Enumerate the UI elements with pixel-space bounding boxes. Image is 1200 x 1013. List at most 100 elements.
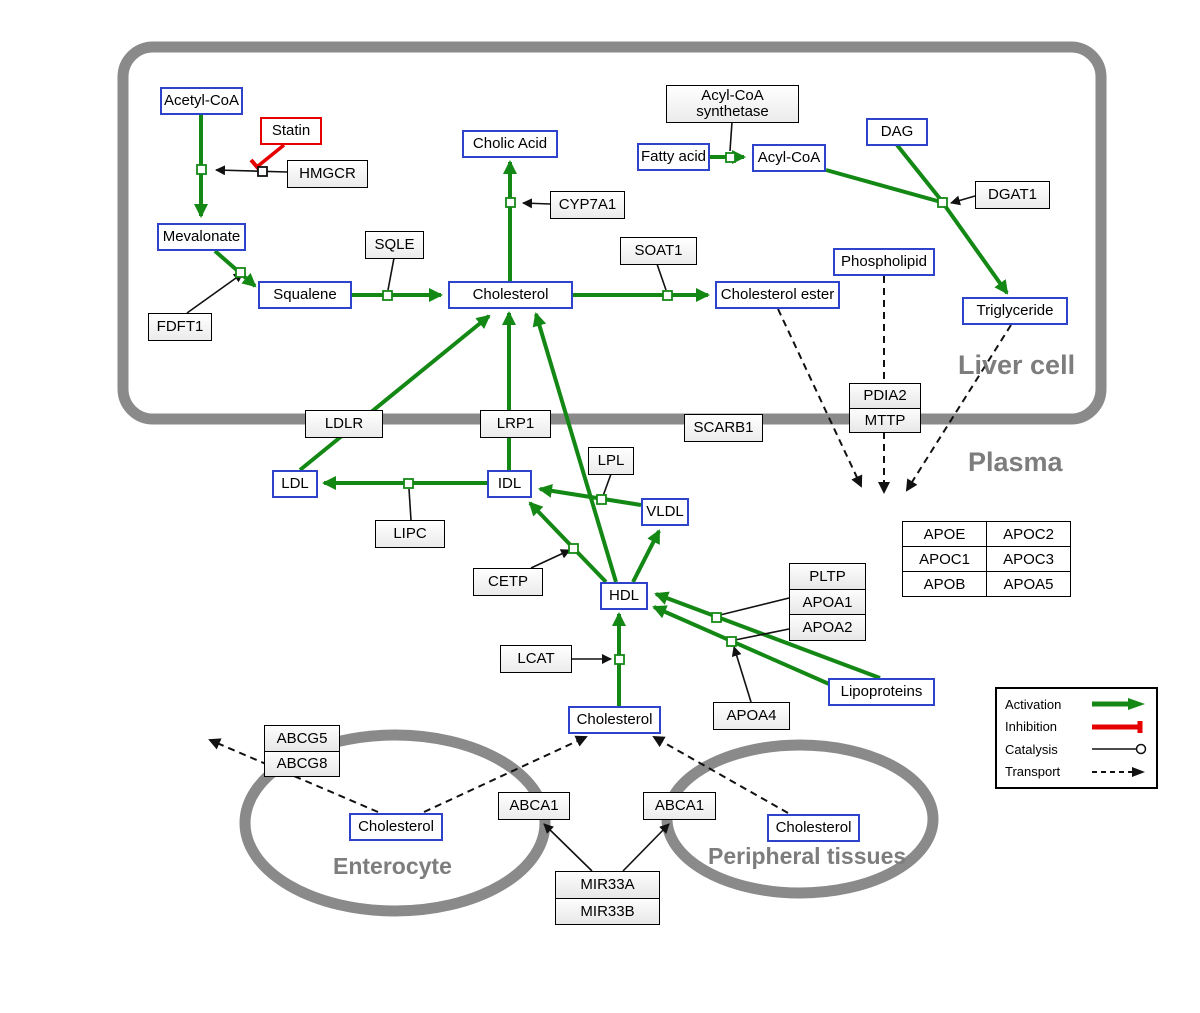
edge-mir33-abca1-left — [543, 823, 593, 872]
node-cyp7a1[interactable]: CYP7A1 — [550, 191, 625, 219]
edge-cholesterolester-plasma — [777, 308, 863, 488]
catalysis-circle-icon — [1092, 744, 1147, 755]
node-soat1[interactable]: SOAT1 — [620, 237, 697, 265]
node-abcg8[interactable]: ABCG8 — [264, 750, 340, 777]
edge-statin-hmgcr — [256, 143, 286, 168]
edge-cetp-anchor — [530, 549, 571, 569]
node-mevalonate[interactable]: Mevalonate — [157, 223, 246, 251]
edge-fdft1-anchor — [186, 272, 244, 314]
node-pltp[interactable]: PLTP — [789, 563, 866, 590]
edge-mevalonate-squalene — [213, 249, 257, 288]
node-sqle[interactable]: SQLE — [365, 231, 424, 259]
edge-acylcoa-synthetase-anchor — [729, 121, 733, 152]
node-triglyceride[interactable]: Triglyceride — [962, 297, 1068, 325]
activation-edges — [194, 114, 1009, 706]
liver-cell-outline — [117, 41, 1107, 425]
edge-hdl-cholesterol — [532, 312, 618, 583]
edge-enterocyte-cholesterol-plasma — [423, 735, 588, 813]
edge-apoa4-anchor — [731, 646, 752, 703]
abcg-group: ABCG5 ABCG8 — [264, 725, 340, 777]
legend-activation-label: Activation — [1005, 696, 1062, 712]
node-idl[interactable]: IDL — [487, 470, 532, 498]
node-cholesterol-enterocyte[interactable]: Cholesterol — [349, 813, 443, 841]
edge-enterocyte-cholesterol-abcg — [208, 738, 379, 813]
node-dgat1[interactable]: DGAT1 — [975, 181, 1050, 209]
node-squalene[interactable]: Squalene — [258, 281, 352, 309]
edge-hdl-vldl — [631, 529, 661, 583]
hmgcr-junction-square — [257, 166, 268, 177]
node-hdl[interactable]: HDL — [600, 582, 648, 610]
node-apoa5[interactable]: APOA5 — [986, 571, 1071, 597]
edge-lipoproteins-hdl-lower — [652, 605, 846, 693]
edge-vldl-idl — [538, 483, 642, 507]
node-apoa1[interactable]: APOA1 — [789, 588, 866, 616]
node-ldl[interactable]: LDL — [272, 470, 318, 498]
edge-lipoproteins-hdl-upper — [654, 591, 881, 680]
node-mir33a[interactable]: MIR33A — [555, 871, 660, 899]
transport-arrow-icon — [1092, 766, 1145, 777]
edge-lipc-anchor — [408, 488, 412, 521]
legend: Activation Inhibition Catalysis Transpor… — [995, 687, 1158, 789]
node-ldlr[interactable]: LDLR — [305, 410, 383, 438]
node-lrp1[interactable]: LRP1 — [480, 410, 551, 438]
node-dag[interactable]: DAG — [866, 118, 928, 146]
node-scarb1[interactable]: SCARB1 — [684, 414, 763, 442]
edge-cyp7a1-anchor — [522, 198, 551, 209]
node-cholic-acid[interactable]: Cholic Acid — [462, 130, 558, 158]
edge-acylcoa-junction — [825, 168, 942, 204]
pdia2-mttp-group: PDIA2 MTTP — [849, 383, 921, 433]
edge-hmgcr-anchor — [215, 165, 288, 176]
node-vldl[interactable]: VLDL — [641, 498, 689, 526]
node-statin[interactable]: Statin — [260, 117, 322, 145]
node-apoa2[interactable]: APOA2 — [789, 614, 866, 642]
compartment-outlines — [117, 41, 1107, 917]
legend-row-inhibition: Inhibition — [1005, 716, 1148, 738]
node-cholesterol-liver[interactable]: Cholesterol — [448, 281, 573, 309]
node-apoc1[interactable]: APOC1 — [902, 546, 987, 572]
node-lipoproteins[interactable]: Lipoproteins — [828, 678, 935, 706]
node-acetyl-coa[interactable]: Acetyl-CoA — [160, 87, 243, 115]
node-acyl-coa-synthetase[interactable]: Acyl-CoA synthetase — [666, 85, 799, 123]
node-phospholipid[interactable]: Phospholipid — [833, 248, 935, 276]
node-lpl[interactable]: LPL — [588, 447, 634, 475]
legend-transport-label: Transport — [1005, 764, 1061, 780]
anchor-points — [196, 152, 948, 665]
mir33-group: MIR33A MIR33B — [555, 871, 660, 925]
enterocyte-outline — [239, 729, 551, 917]
node-acyl-coa[interactable]: Acyl-CoA — [752, 144, 826, 172]
node-lipc[interactable]: LIPC — [375, 520, 445, 548]
node-abca1-peripheral[interactable]: ABCA1 — [643, 792, 716, 820]
node-cetp[interactable]: CETP — [473, 568, 543, 596]
node-fatty-acid[interactable]: Fatty acid — [637, 143, 710, 171]
node-lcat[interactable]: LCAT — [500, 645, 572, 673]
edge-dgat1-anchor — [950, 195, 976, 206]
node-apob[interactable]: APOB — [902, 571, 987, 597]
edge-hdl-idl-cetp — [528, 501, 608, 584]
node-pdia2[interactable]: PDIA2 — [849, 383, 921, 409]
apolipoprotein-table: APOE APOC2 APOC1 APOC3 APOB APOA5 — [902, 521, 1071, 597]
enterocyte-label: Enterocyte — [333, 853, 452, 879]
node-mttp[interactable]: MTTP — [849, 407, 921, 433]
legend-catalysis-label: Catalysis — [1005, 741, 1058, 757]
node-apoa4[interactable]: APOA4 — [713, 702, 790, 730]
node-cholesterol-ester[interactable]: Cholesterol ester — [715, 281, 840, 309]
node-hmgcr[interactable]: HMGCR — [287, 160, 368, 188]
node-abcg5[interactable]: ABCG5 — [264, 725, 340, 752]
legend-row-activation: Activation — [1005, 693, 1148, 715]
catalysis-edges — [186, 121, 976, 872]
node-apoe[interactable]: APOE — [902, 521, 987, 547]
edge-apoa2-anchor — [734, 628, 790, 641]
plasma-label: Plasma — [968, 447, 1063, 477]
node-cholesterol-peripheral[interactable]: Cholesterol — [767, 814, 860, 842]
node-mir33b[interactable]: MIR33B — [555, 897, 660, 925]
node-abca1-enterocyte[interactable]: ABCA1 — [498, 792, 570, 820]
edge-pltp-anchor — [719, 597, 790, 616]
node-cholesterol-plasma[interactable]: Cholesterol — [568, 706, 661, 734]
activation-arrow-icon — [1092, 698, 1145, 711]
pltp-apoa-group: PLTP APOA1 APOA2 — [789, 563, 866, 642]
node-fdft1[interactable]: FDFT1 — [148, 313, 212, 341]
node-apoc2[interactable]: APOC2 — [986, 521, 1071, 547]
node-apoc3[interactable]: APOC3 — [986, 546, 1071, 572]
